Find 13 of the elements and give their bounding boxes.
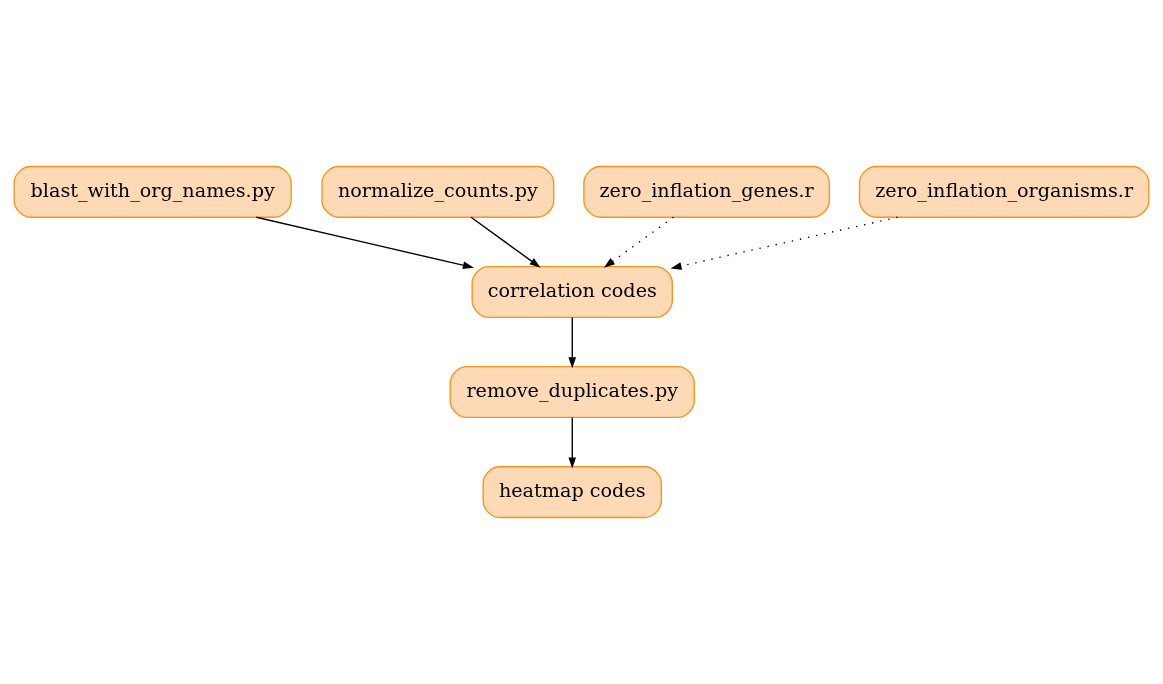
arrow xyxy=(568,316,577,369)
node-box: normalize_counts.py xyxy=(321,165,555,218)
node-box: remove_duplicates.py xyxy=(449,366,695,419)
node-box: zero_inflation_genes.r xyxy=(583,165,831,218)
arrow xyxy=(670,216,899,270)
arrow xyxy=(603,216,675,268)
arrow xyxy=(568,416,577,469)
node-box: correlation codes xyxy=(471,265,674,318)
arrow xyxy=(470,216,541,268)
arrow xyxy=(255,216,474,270)
node-box: blast_with_org_names.py xyxy=(13,165,292,218)
node-box: heatmap codes xyxy=(482,466,663,519)
node-box: zero_inflation_organisms.r xyxy=(858,165,1150,218)
